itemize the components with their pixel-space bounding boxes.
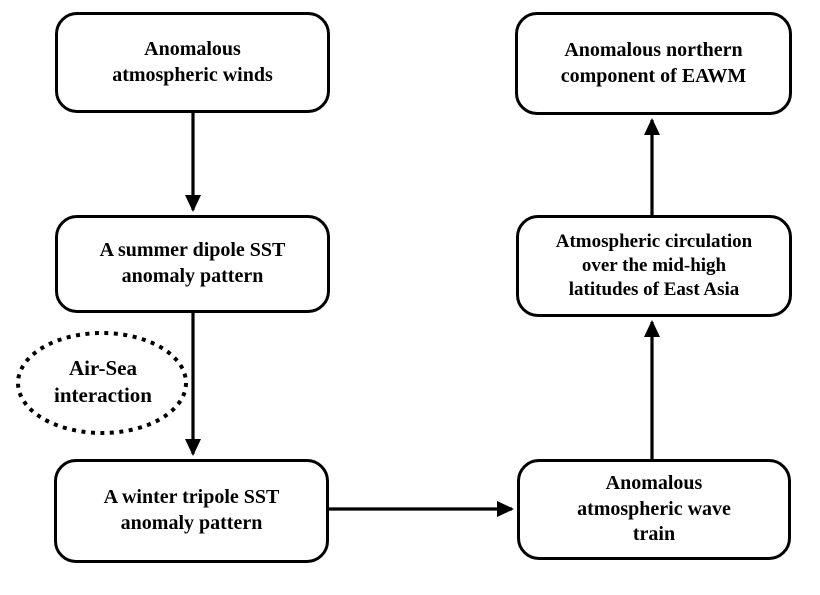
node-summer-dipole-sst-anomaly: A summer dipole SST anomaly pattern — [55, 215, 330, 313]
node-anomalous-atmospheric-winds: Anomalous atmospheric winds — [55, 12, 330, 113]
node-anomalous-atmospheric-wave-train: Anomalous atmospheric wave train — [517, 459, 791, 560]
node-anomalous-northern-component-eawm: Anomalous northern component of EAWM — [515, 12, 792, 115]
node-atmospheric-circulation-east-asia: Atmospheric circulation over the mid-hig… — [516, 215, 792, 317]
node-winter-tripole-sst-anomaly: A winter tripole SST anomaly pattern — [54, 459, 329, 563]
air-sea-interaction-ellipse — [16, 331, 188, 435]
air-sea-interaction-label: Air-Sea interaction — [54, 356, 152, 408]
